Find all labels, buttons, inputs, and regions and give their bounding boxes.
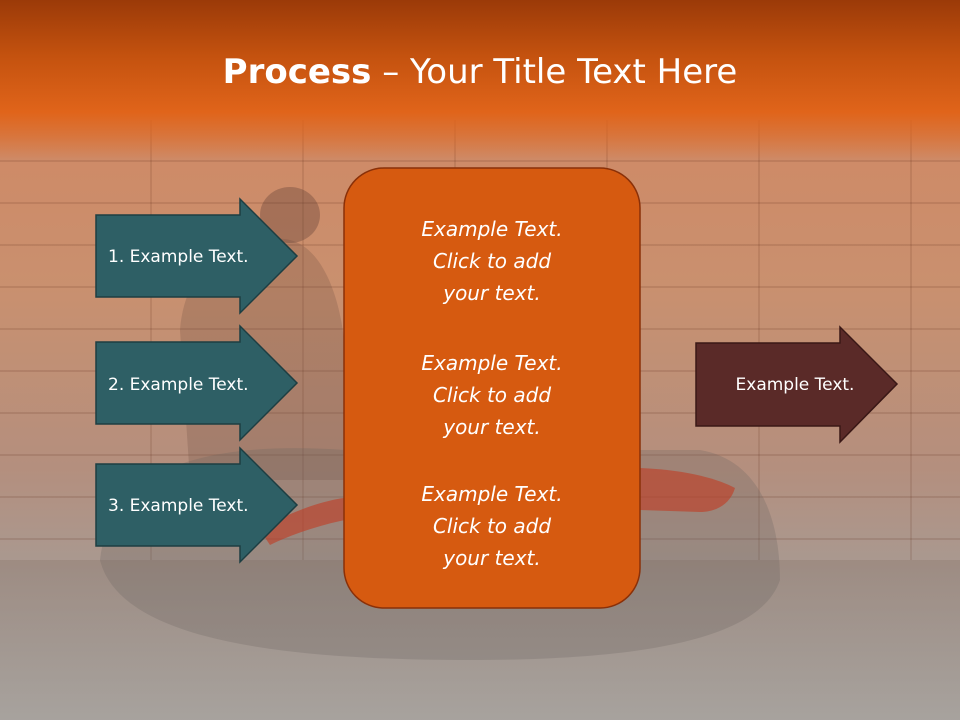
left-arrow-2[interactable]: 2. Example Text. — [95, 324, 299, 442]
left-arrow-1-label: 1. Example Text. — [108, 247, 249, 267]
title-rest: Your Title Text Here — [410, 52, 738, 92]
center-block-2-line-1: Example Text. — [421, 351, 562, 375]
left-arrow-3[interactable]: 3. Example Text. — [95, 446, 299, 564]
center-block-1-line-3: your text. — [442, 281, 541, 305]
center-block-3-line-2: Click to add — [433, 514, 551, 538]
title-separator: – — [371, 52, 411, 92]
left-arrow-2-label: 2. Example Text. — [108, 375, 249, 395]
left-arrow-3-label: 3. Example Text. — [108, 496, 249, 516]
slide-title[interactable]: Process – Your Title Text Here — [0, 52, 960, 92]
title-band — [0, 0, 960, 160]
right-arrow-label: Example Text. — [736, 375, 855, 395]
right-arrow[interactable]: Example Text. — [695, 325, 899, 444]
center-block-2-line-3: your text. — [442, 415, 541, 439]
left-arrow-1[interactable]: 1. Example Text. — [95, 197, 299, 315]
center-block-1-line-2: Click to add — [433, 249, 551, 273]
center-block-3-line-1: Example Text. — [421, 482, 562, 506]
title-bold: Process — [222, 52, 372, 92]
center-block-1-line-1: Example Text. — [421, 217, 562, 241]
center-block-3-line-3: your text. — [442, 546, 541, 570]
center-box[interactable]: Example Text. Click to add your text. Ex… — [343, 167, 641, 609]
center-block-2-line-2: Click to add — [433, 383, 551, 407]
